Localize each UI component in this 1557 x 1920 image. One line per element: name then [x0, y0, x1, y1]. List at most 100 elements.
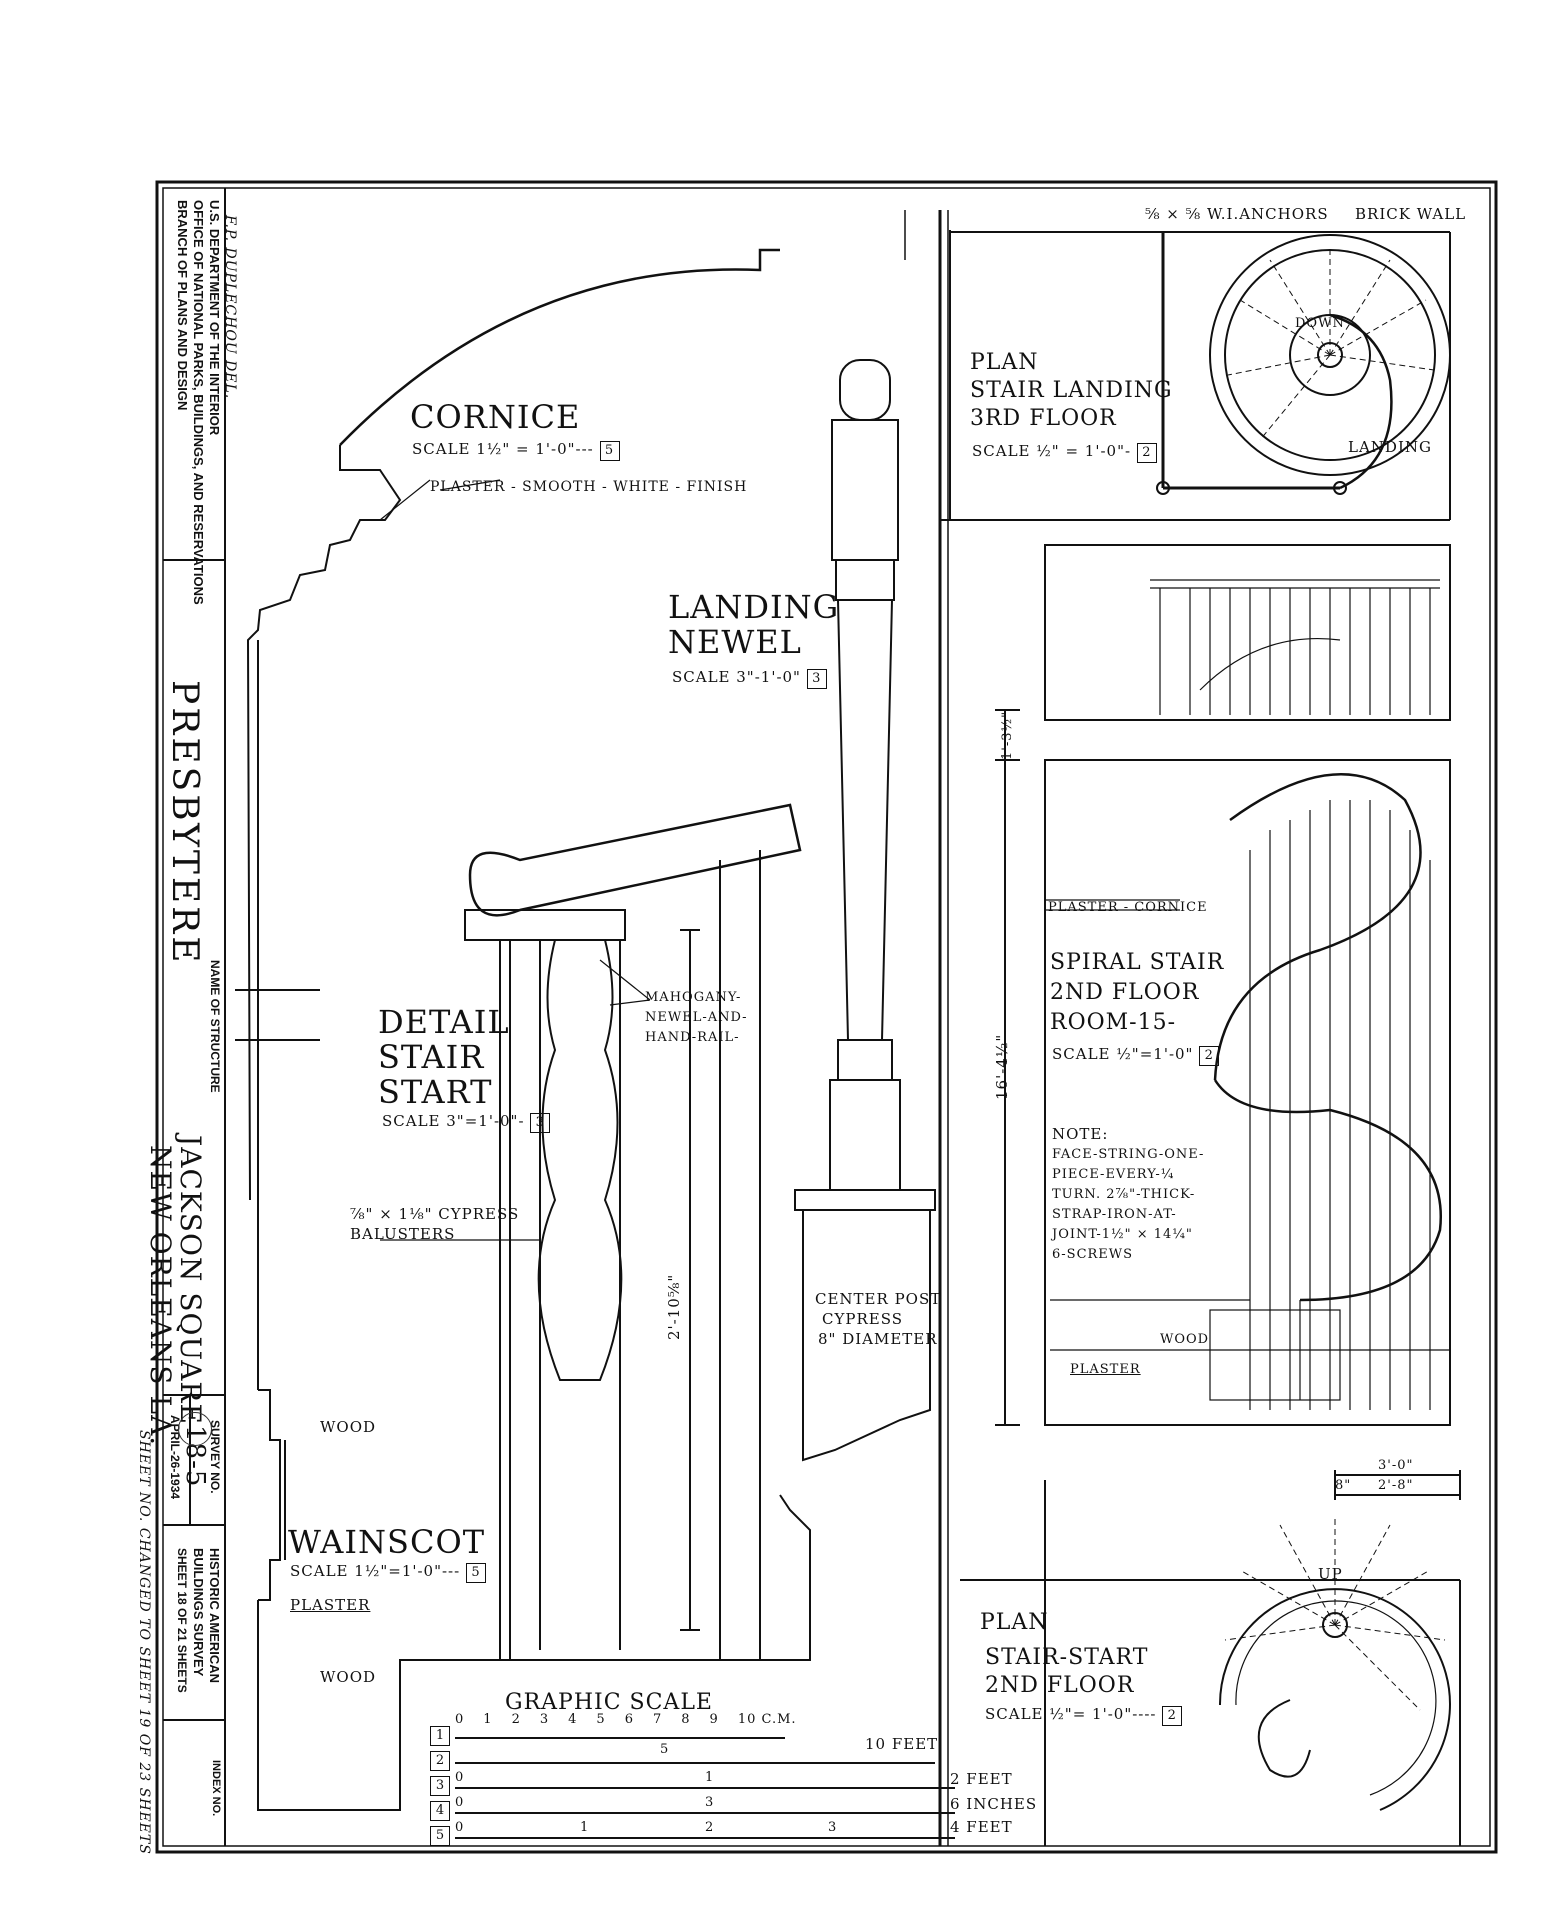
wainscot-plaster: PLASTER [290, 1596, 371, 1614]
scale-row-3-tick-0: 0 [455, 1770, 465, 1785]
sheet-line: SHEET 18 OF 21 SHEETS [175, 1548, 189, 1693]
scale-tick: 0 [455, 1712, 465, 1727]
scale-tick: 10 C.M. [737, 1712, 797, 1727]
scale-tick: 5 [596, 1712, 606, 1727]
scale-row-5-ref: 5 [430, 1826, 450, 1846]
graphic-scale-title: GRAPHIC SCALE [505, 1690, 713, 1715]
scale-tick: 9 [709, 1712, 719, 1727]
index-label: INDEX NO. [210, 1760, 222, 1817]
wainscot-scale-text: SCALE 1½"=1'-0"--- [290, 1562, 461, 1580]
landing-newel-title-1: LANDING [668, 588, 840, 626]
landing-newel-scale: SCALE 3"-1'-0" 3 [672, 668, 827, 689]
spiral-plaster: PLASTER [1070, 1362, 1141, 1377]
structure-name: PRESBYTERE [164, 680, 205, 966]
wainscot-scale-ref: 5 [465, 1563, 486, 1583]
detail-title-1: DETAIL [378, 1003, 510, 1041]
plan-landing-scale-text: SCALE ½" = 1'-0"- [972, 442, 1132, 460]
scale-row-4-tick-2: 6 INCHES [950, 1795, 1038, 1813]
scale-row-1: 1 [430, 1726, 450, 1746]
scale-row-4-tick-0: 0 [455, 1795, 465, 1810]
spiral-note-1: FACE-STRING-ONE- [1052, 1147, 1205, 1162]
scale-row-2-mid: 5 [660, 1742, 670, 1757]
survey-title-block: HISTORIC AMERICAN BUILDINGS SURVEY SHEET… [174, 1548, 222, 1693]
detail-scale-text: SCALE 3"=1'-0"- [382, 1112, 525, 1130]
plan-landing-title-1: PLAN [970, 350, 1039, 375]
center-post-3: 8" DIAMETER [818, 1330, 938, 1348]
cornice-scale-text: SCALE 1½" = 1'-0"--- [412, 440, 594, 458]
scale-tick: 8 [681, 1712, 691, 1727]
detail-title-3: START [378, 1073, 493, 1111]
spiral-note-6: 6-SCREWS [1052, 1247, 1134, 1262]
scale-tick: 3 [539, 1712, 550, 1727]
cornice-profile [339, 248, 780, 446]
scale-tick: 1 [483, 1712, 493, 1727]
spiral-title-3: ROOM-15- [1050, 1010, 1177, 1035]
spiral-note-4: STRAP-IRON-AT- [1052, 1207, 1177, 1222]
plan-start-dim-small: 8" [1335, 1478, 1352, 1493]
landing-newel-title-2: NEWEL [668, 623, 802, 661]
scale-row-5-tick-3: 3 [828, 1820, 838, 1835]
sheet-border [155, 180, 1498, 1854]
cornice-scale-ref: 5 [599, 441, 620, 461]
wainscot-title: WAINSCOT [288, 1523, 486, 1561]
plan-start-scale-text: SCALE ½"= 1'-0"---- [985, 1705, 1157, 1723]
balusters-note-2: BALUSTERS [350, 1225, 456, 1243]
cornice-scale: SCALE 1½" = 1'-0"--- 5 [412, 440, 620, 461]
cornice-title: CORNICE [410, 398, 581, 436]
scale-tick: 6 [624, 1712, 634, 1727]
detail-dimension: 2'-10⅝" [665, 1273, 683, 1340]
center-post-1: CENTER POST [815, 1290, 942, 1308]
landing-label: LANDING [1348, 438, 1432, 456]
wainscot-wood-top: WOOD [320, 1418, 377, 1436]
spiral-note-2: PIECE-EVERY-¼ [1052, 1167, 1175, 1182]
down-label: DOWN [1295, 316, 1345, 331]
agency-line2: OFFICE OF NATIONAL PARKS, BUILDINGS, AND… [191, 200, 206, 605]
agency-line3: BRANCH OF PLANS AND DESIGN [175, 200, 190, 411]
plan-start-scale-ref: 2 [1162, 1706, 1183, 1726]
detail-title-2: STAIR [378, 1038, 485, 1076]
location-line1: JACKSON SQUARE [174, 1135, 207, 1425]
scale-row-3-ref: 3 [430, 1776, 450, 1796]
survey-title-line2: BUILDINGS SURVEY [191, 1548, 206, 1677]
scale-row-5-tick-1: 1 [580, 1820, 590, 1835]
scale-row-2-end: 10 FEET [865, 1735, 939, 1753]
spiral-title-1: SPIRAL STAIR [1050, 950, 1225, 975]
spiral-wood: WOOD [1160, 1332, 1210, 1347]
scale-row-1-ticks: 0 1 2 3 4 5 6 7 8 9 10 C.M. [455, 1712, 855, 1728]
scale-row-5: 5 [430, 1826, 450, 1846]
scale-row-4-ref: 4 [430, 1801, 450, 1821]
plan-start-scale: SCALE ½"= 1'-0"---- 2 [985, 1705, 1183, 1726]
scale-row-3-tick-1: 1 [705, 1770, 715, 1785]
delineator: F.P. DUPLECHOU DEL. [222, 215, 238, 400]
scale-row-1-ref: 1 [430, 1726, 450, 1746]
scale-row-4-tick-1: 3 [705, 1795, 715, 1810]
detail-scale: SCALE 3"=1'-0"- 3 [382, 1112, 551, 1133]
center-post-2: CYPRESS [822, 1310, 904, 1328]
spiral-note-3: TURN. 2⅞"-THICK- [1052, 1187, 1196, 1202]
detail-scale-ref: 3 [530, 1113, 551, 1133]
scale-row-4: 4 [430, 1801, 450, 1821]
plan-landing-title-2: STAIR LANDING [970, 378, 1173, 403]
agency-block: U.S. DEPARTMENT OF THE INTERIOR OFFICE O… [174, 200, 222, 605]
spiral-note-title: NOTE: [1052, 1125, 1109, 1143]
plan-start-title-1: PLAN [980, 1610, 1049, 1635]
plan-start-dim-outer: 3'-0" [1378, 1458, 1414, 1473]
plaster-cornice-label: PLASTER - CORNICE [1048, 900, 1208, 915]
plan-landing-scale: SCALE ½" = 1'-0"- 2 [972, 442, 1157, 463]
scale-row-2-ref: 2 [430, 1751, 450, 1771]
structure-label: NAME OF STRUCTURE [208, 960, 222, 1093]
spiral-dim-top: 1'-3½" [1000, 710, 1015, 760]
mahogany-note-2: NEWEL-AND- [645, 1010, 748, 1025]
sheet-note: SHEET NO. CHANGED TO SHEET 19 OF 23 SHEE… [136, 1430, 152, 1855]
cornice-note: PLASTER - SMOOTH - WHITE - FINISH [430, 479, 748, 495]
spiral-scale-text: SCALE ½"=1'-0" [1052, 1045, 1194, 1063]
plan-start-title-3: 2ND FLOOR [985, 1673, 1135, 1698]
balusters-note-1: ⅞" × 1⅛" CYPRESS [350, 1205, 520, 1223]
spiral-title-2: 2ND FLOOR [1050, 980, 1200, 1005]
scale-row-5-tick-2: 2 [705, 1820, 715, 1835]
scale-row-3: 3 [430, 1776, 450, 1796]
landing-newel-scale-text: SCALE 3"-1'-0" [672, 668, 801, 686]
plan-landing-title-3: 3RD FLOOR [970, 406, 1117, 431]
seal-stamp [178, 1412, 212, 1446]
